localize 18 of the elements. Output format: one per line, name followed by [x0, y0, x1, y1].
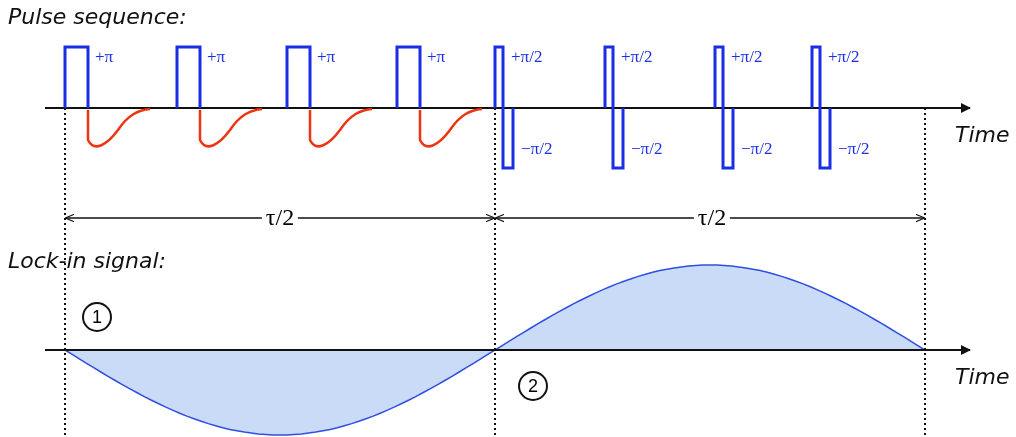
pulse-label: −π/2 — [741, 140, 773, 157]
pulse-label: +π/2 — [828, 48, 860, 65]
pulse-label: +π/2 — [621, 48, 653, 65]
pulse-label: +π — [95, 48, 114, 65]
heading: Lock-in signal: — [8, 250, 167, 272]
axis-label: Time — [955, 366, 1010, 388]
callout-number: 1 — [82, 302, 112, 332]
pulse-label: +π — [427, 48, 446, 65]
pulse-label: +π/2 — [511, 48, 543, 65]
pulse-label: −π/2 — [838, 140, 870, 157]
pulse-label: +π — [317, 48, 336, 65]
pulse-label: −π/2 — [631, 140, 663, 157]
pulse-label: +π — [207, 48, 226, 65]
pulse-label: −π/2 — [521, 140, 553, 157]
heading: Pulse sequence: — [8, 6, 187, 28]
pulse-label: +π/2 — [731, 48, 763, 65]
callout-number: 2 — [518, 371, 548, 401]
axis-label: Time — [955, 124, 1010, 146]
